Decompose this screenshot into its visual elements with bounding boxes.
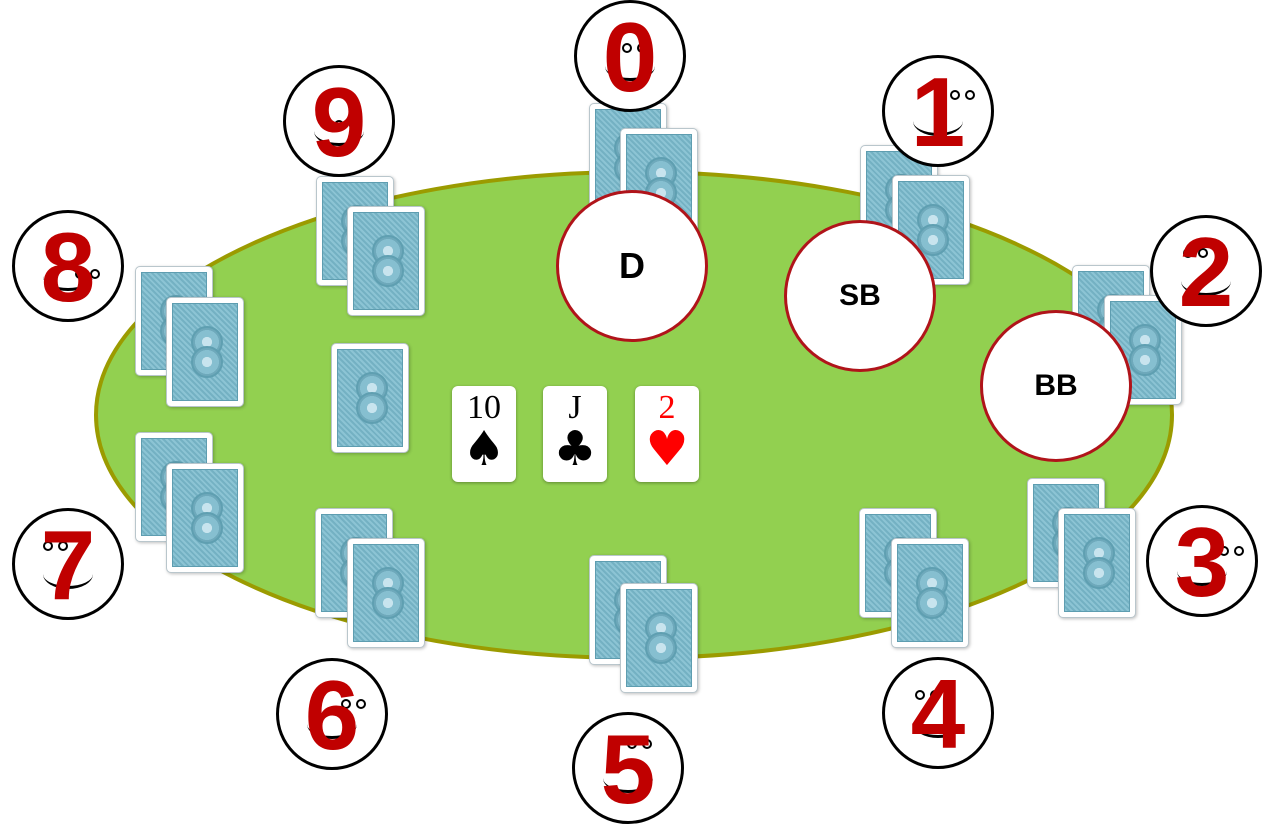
small-blind-marker: SB: [784, 220, 936, 372]
seat-number: 1: [885, 56, 991, 168]
heart-icon: ♥: [635, 424, 699, 474]
community-card-1: 10 ♠: [446, 380, 522, 490]
community-card-3: 2 ♥: [629, 380, 705, 490]
small-blind-label: SB: [839, 279, 881, 313]
seat-8-card-back-2: [166, 297, 244, 407]
seat-0: 0: [574, 0, 686, 112]
seat-2: 2: [1150, 215, 1262, 327]
big-blind-marker: BB: [980, 310, 1132, 462]
seat-8: 8: [12, 210, 124, 322]
seat-9: 9: [283, 65, 395, 177]
seat-number: 7: [15, 509, 121, 621]
seat-number: 4: [885, 658, 991, 770]
seat-4-card-back-2: [891, 538, 969, 648]
community-card-2: J ♣: [537, 380, 613, 490]
seat-number: 3: [1149, 506, 1255, 618]
seat-5: 5: [572, 712, 684, 824]
seat-9-card-back-2: [347, 206, 425, 316]
seat-6-card-back-2: [347, 538, 425, 648]
spade-icon: ♠: [452, 424, 516, 474]
seat-3: 3: [1146, 505, 1258, 617]
seat-7-card-back-2: [166, 463, 244, 573]
seat-number: 9: [286, 66, 392, 178]
seat-number: 6: [279, 659, 385, 771]
seat-number: 0: [577, 1, 683, 113]
dealer-label: D: [619, 245, 645, 287]
seat-4: 4: [882, 657, 994, 769]
seat-7: 7: [12, 508, 124, 620]
seat-3-card-back-2: [1058, 508, 1136, 618]
seat-6: 6: [276, 658, 388, 770]
seat-number: 8: [15, 211, 121, 323]
seat-5-card-back-2: [620, 583, 698, 693]
seat-number: 5: [575, 713, 681, 825]
seat-1: 1: [882, 55, 994, 167]
club-icon: ♣: [543, 424, 607, 474]
seat-number: 2: [1153, 216, 1259, 328]
big-blind-label: BB: [1034, 369, 1077, 403]
dealer-button: D: [556, 190, 708, 342]
deck-card-back: [331, 343, 409, 453]
